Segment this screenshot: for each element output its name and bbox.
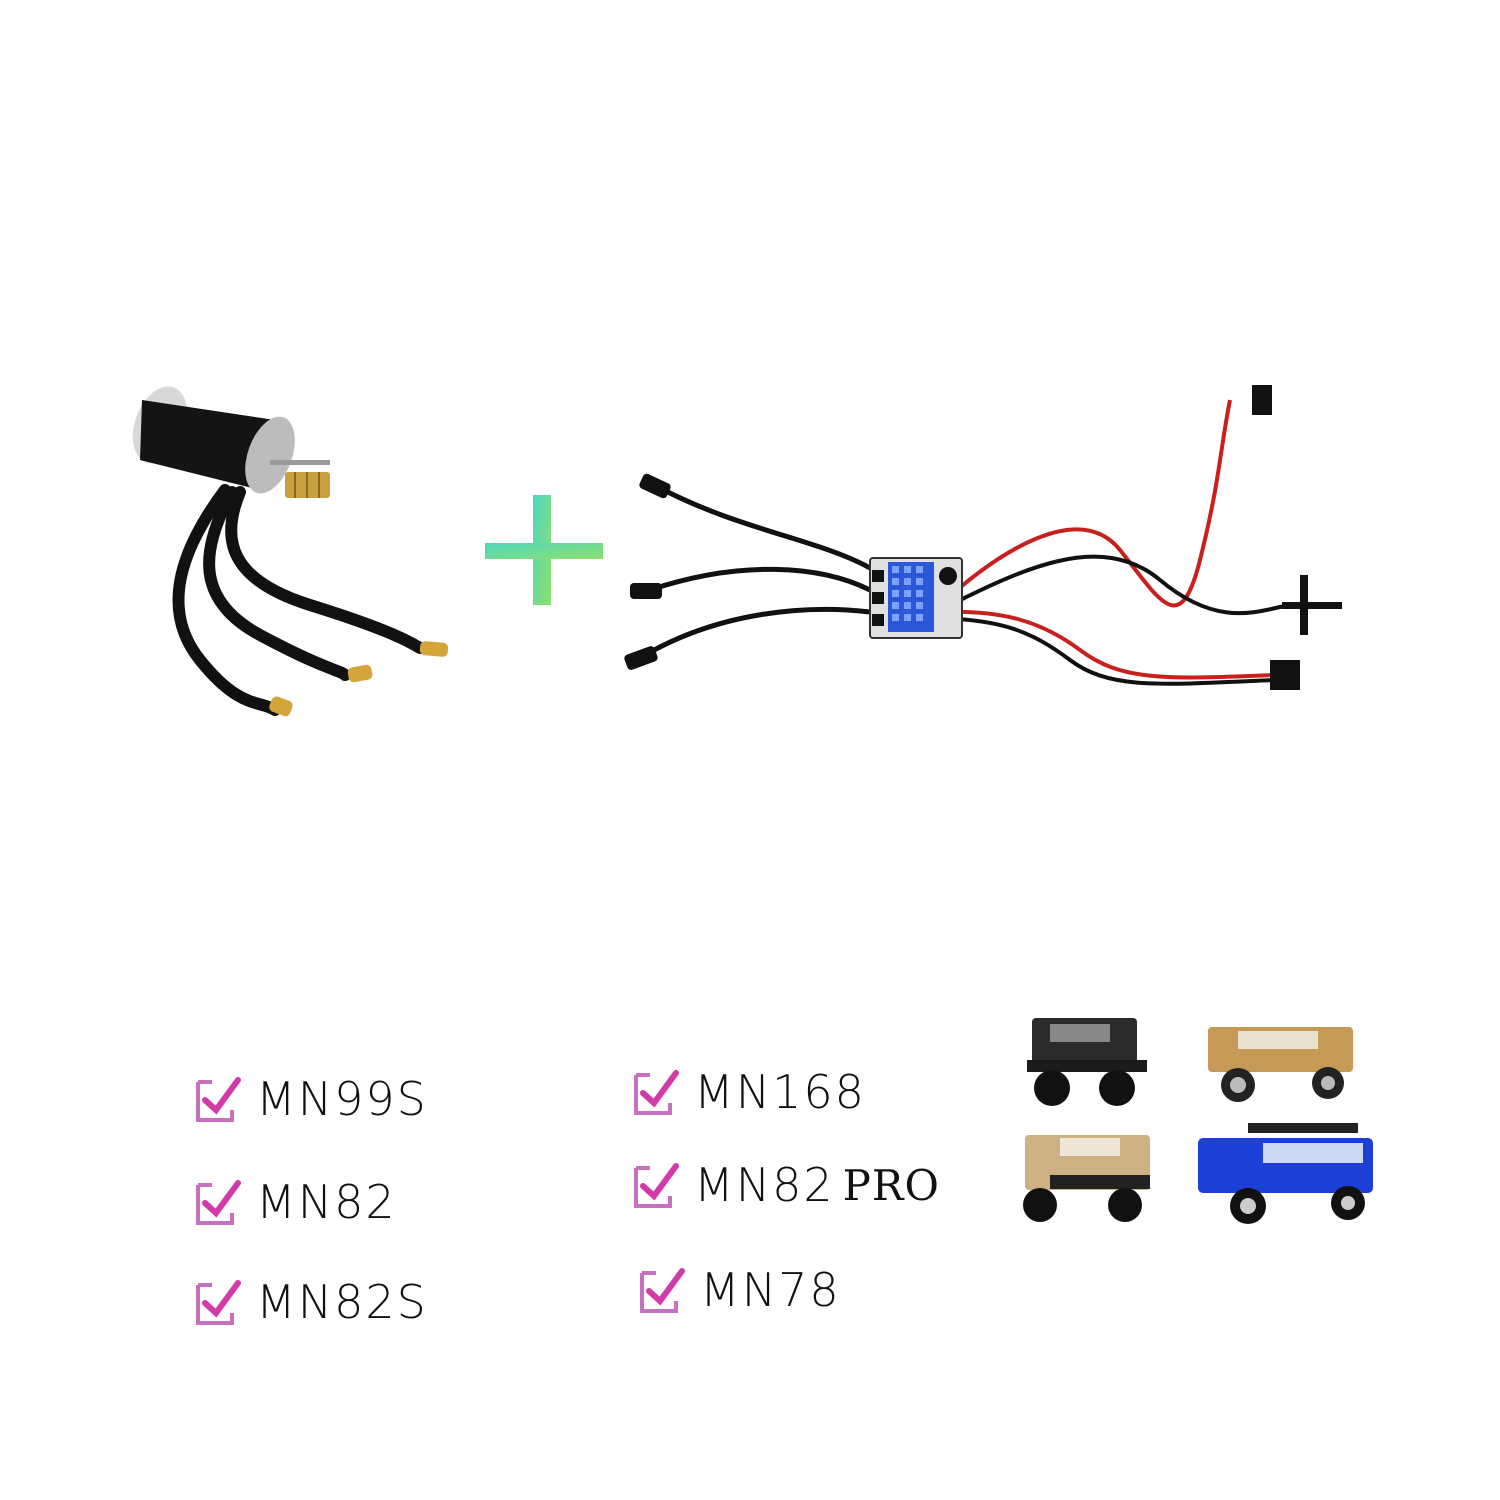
checkbox-checked-icon [196,1077,241,1122]
vehicle-tan-suv [1198,1015,1358,1105]
model-label: MN168 [694,1065,866,1119]
checkbox-checked-icon [196,1280,241,1325]
checkbox-checked-icon [640,1268,685,1313]
compat-item-mn168: MN168 [630,1065,866,1119]
motor-image [120,380,480,730]
vehicle-sand-pickup [1015,1120,1160,1225]
compat-item-mn82pro: MN82 PRO [630,1158,940,1212]
model-label: MN99S [256,1072,428,1126]
model-label: MN82 [694,1158,835,1212]
esc-image [620,380,1360,700]
compat-item-mn99s: MN99S [192,1072,428,1126]
checkbox-checked-icon [634,1070,679,1115]
plus-icon [485,495,603,605]
vehicle-black-defender [1022,1010,1152,1110]
compat-item-mn82: MN82 [192,1175,397,1229]
model-label: MN82 [256,1175,397,1229]
vehicle-blue-jeep [1188,1118,1378,1228]
checkbox-checked-icon [196,1180,241,1225]
checkbox-checked-icon [634,1163,679,1208]
compat-item-mn78: MN78 [636,1263,841,1317]
model-label: MN82S [256,1275,428,1329]
model-label: MN78 [700,1263,841,1317]
compat-item-mn82s: MN82S [192,1275,428,1329]
model-suffix: PRO [842,1160,940,1210]
